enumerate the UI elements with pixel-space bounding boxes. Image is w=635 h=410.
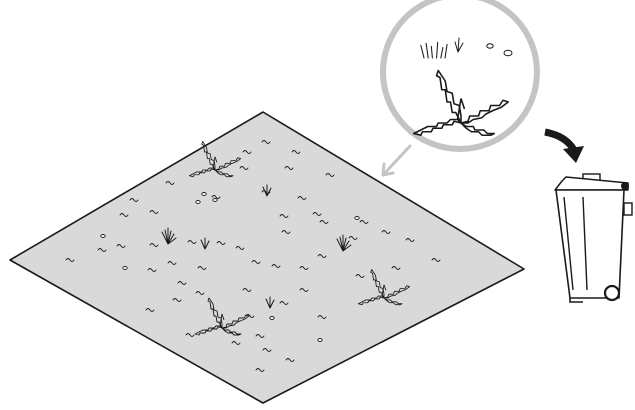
magnifier-callout-icon [383,0,537,149]
callout-pointer [383,146,410,175]
lawn-plot-icon [10,112,524,403]
wheelie-bin-icon [555,174,632,302]
curved-arrow-icon [545,132,584,163]
